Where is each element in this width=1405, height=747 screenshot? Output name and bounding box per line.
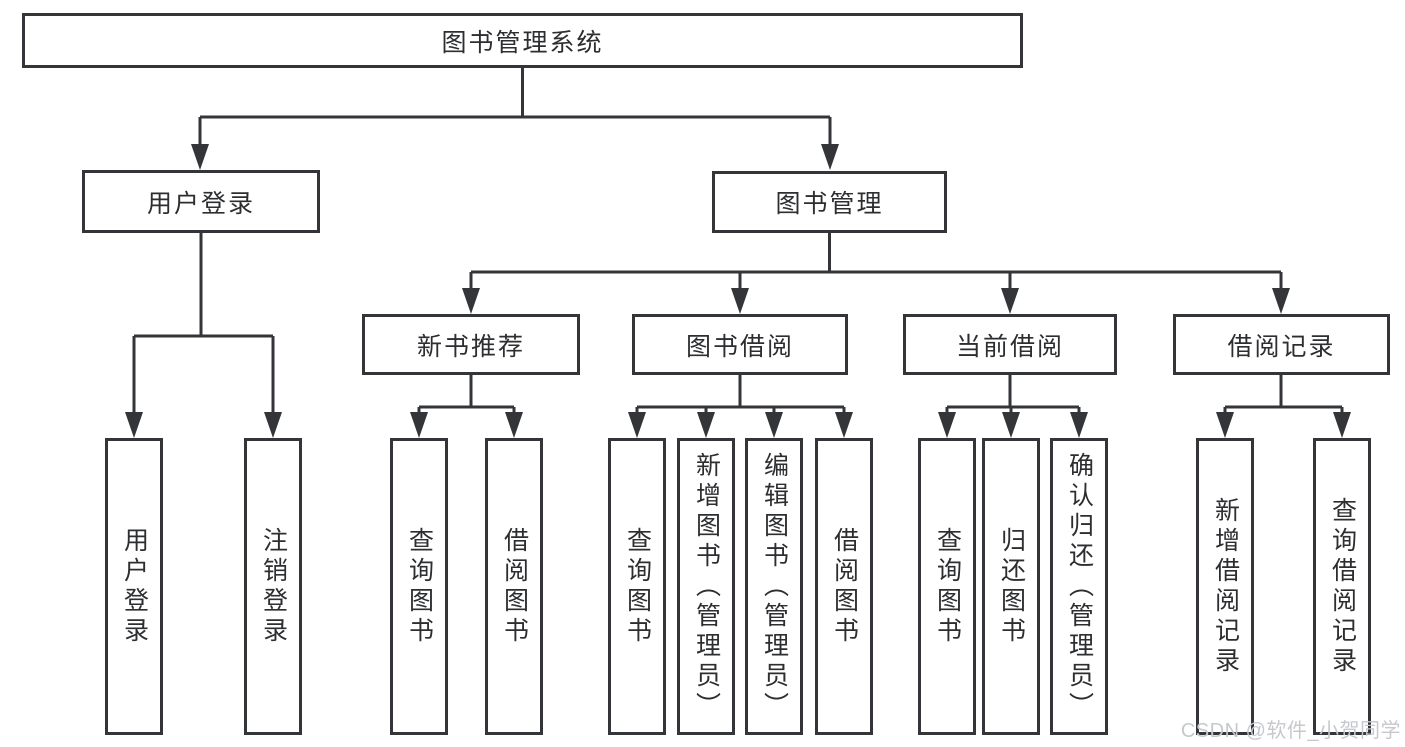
node-book-management: 图书管理 [712,171,947,233]
node-borrowing-records-label: 借阅记录 [1227,332,1336,361]
node-user-login-label: 用户登录 [146,189,255,218]
leaf-add-borrow-record: 新增借阅记录 [1196,438,1254,735]
leaf-borrow-books-newrec: 借阅图书 [485,438,543,735]
node-book-borrowing-label: 图书借阅 [685,332,794,361]
leaf-confirm-return-admin-label: 确认归还（管理员） [1065,451,1094,722]
leaf-add-books-admin: 新增图书（管理员） [677,438,735,735]
node-current-borrowing: 当前借阅 [903,314,1117,375]
node-book-management-label: 图书管理 [775,190,884,218]
node-book-borrowing: 图书借阅 [632,314,848,375]
arrowhead-icons [125,144,1351,438]
leaf-borrow-books-borrow: 借阅图书 [815,438,873,735]
leaf-return-books-label: 归还图书 [997,526,1026,647]
leaf-borrow-books-borrow-label: 借阅图书 [830,526,859,647]
csdn-watermark: CSDN @软件_小贺同学 [1180,720,1401,742]
leaf-query-books-newrec: 查询图书 [390,438,448,735]
node-user-login: 用户登录 [82,170,320,233]
leaf-user-login-label: 用户登录 [120,526,149,647]
leaf-user-login: 用户登录 [105,438,163,735]
node-new-book-recommend: 新书推荐 [362,314,580,375]
leaf-borrow-books-newrec-label: 借阅图书 [500,526,529,647]
node-root-label: 图书管理系统 [441,28,604,57]
leaf-query-books-current-label: 查询图书 [933,526,962,647]
leaf-logout-label: 注销登录 [259,526,288,647]
node-current-borrowing-label: 当前借阅 [955,332,1064,361]
leaf-query-books-current: 查询图书 [918,438,976,735]
leaf-add-borrow-record-label: 新增借阅记录 [1211,496,1240,677]
leaf-edit-books-admin: 编辑图书（管理员） [745,438,803,735]
node-new-book-recommend-label: 新书推荐 [416,332,525,361]
leaf-query-borrow-record-label: 查询借阅记录 [1328,496,1357,677]
leaf-query-books-newrec-label: 查询图书 [405,526,434,647]
leaf-query-books-borrow-label: 查询图书 [623,526,652,647]
leaf-add-books-admin-label: 新增图书（管理员） [692,451,721,722]
node-root: 图书管理系统 [22,13,1023,68]
connector-group [132,68,1344,414]
leaf-query-borrow-record: 查询借阅记录 [1313,438,1371,735]
leaf-confirm-return-admin: 确认归还（管理员） [1050,438,1108,735]
leaf-query-books-borrow: 查询图书 [608,438,666,735]
leaf-edit-books-admin-label: 编辑图书（管理员） [760,451,789,722]
node-borrowing-records: 借阅记录 [1173,314,1390,375]
leaf-return-books: 归还图书 [982,438,1040,735]
leaf-logout: 注销登录 [244,438,302,735]
